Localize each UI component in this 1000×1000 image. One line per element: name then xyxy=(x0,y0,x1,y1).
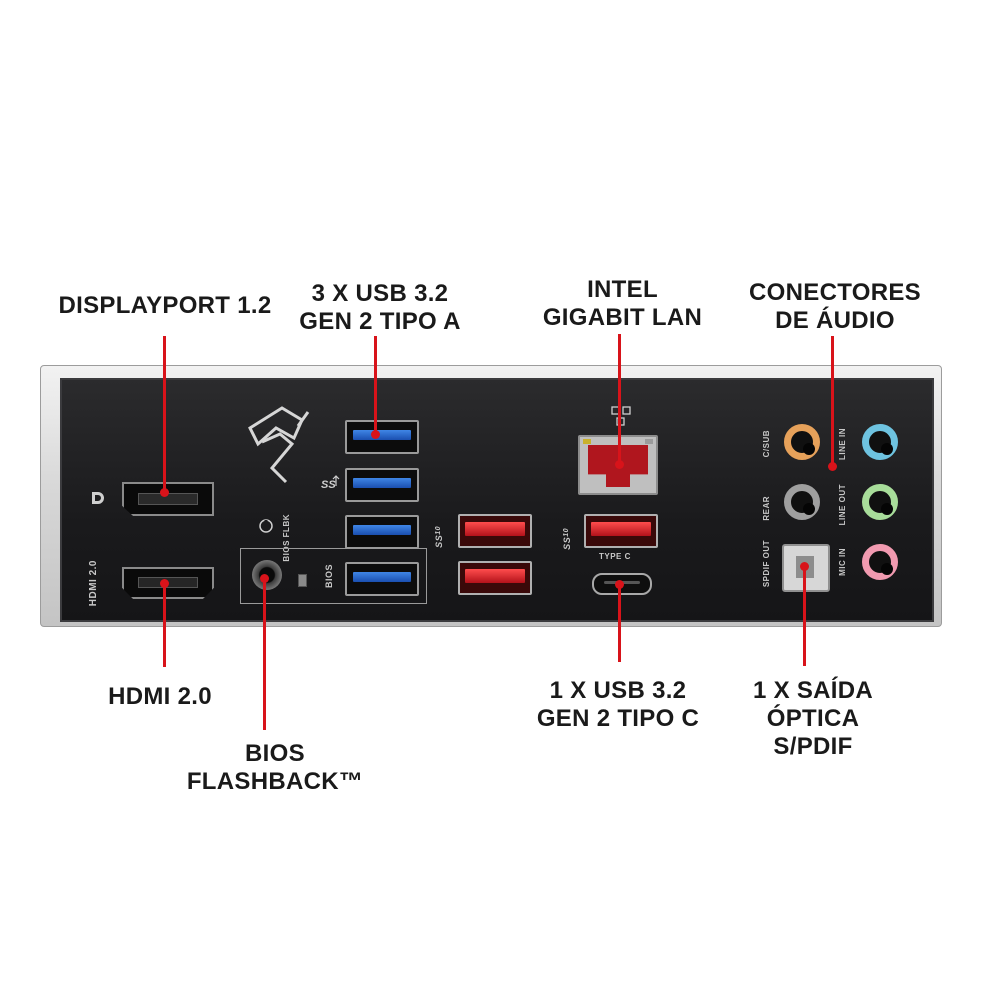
audio-jack-rear xyxy=(784,484,820,520)
spdif-out-label: SPDIF OUT xyxy=(762,540,771,588)
leader-dot-usb-a xyxy=(371,430,380,439)
leader-hdmi xyxy=(163,583,166,667)
leader-dot-audio xyxy=(828,462,837,471)
leader-dot-lan xyxy=(615,460,624,469)
mic-in-label: MIC IN xyxy=(838,548,847,576)
leader-displayport xyxy=(163,336,166,492)
callout-lan: INTEL GIGABIT LAN xyxy=(542,276,703,331)
bios-silkscreen-label: BIOS xyxy=(324,564,334,589)
leader-dot-displayport xyxy=(160,488,169,497)
leader-usb-a xyxy=(374,336,377,434)
audio-jack-mic-in xyxy=(862,544,898,580)
line-in-label: LINE IN xyxy=(838,428,847,460)
io-panel: HDMI 2.0 BIOS FLBK SS BIOS SS10 xyxy=(60,378,934,622)
usb-a-10g-port-3 xyxy=(584,514,658,548)
callout-usb-c: 1 X USB 3.2 GEN 2 TIPO C xyxy=(536,677,700,732)
callout-hdmi: HDMI 2.0 xyxy=(108,683,212,710)
usb-a-port-3 xyxy=(345,515,419,549)
c-sub-label: C/SUB xyxy=(762,430,771,458)
leader-dot-optical xyxy=(800,562,809,571)
lan-led-activity xyxy=(583,439,591,444)
leader-bios-flashback xyxy=(263,578,266,730)
hdmi-silkscreen-label: HDMI 2.0 xyxy=(88,560,99,607)
callout-displayport: DISPLAYPORT 1.2 xyxy=(58,292,272,319)
leader-audio xyxy=(831,336,834,466)
bios-flbk-icon xyxy=(258,518,274,539)
leader-dot-hdmi xyxy=(160,579,169,588)
displayport-logo-icon xyxy=(90,490,106,511)
superspeed-10-label: SS10 xyxy=(434,526,444,548)
svg-text:SS: SS xyxy=(321,479,336,491)
network-icon xyxy=(611,406,631,431)
leader-lan xyxy=(618,334,621,464)
superspeed-usb-icon: SS xyxy=(320,472,340,499)
line-out-label: LINE OUT xyxy=(838,484,847,526)
superspeed-10-label-2: SS10 xyxy=(562,528,572,550)
rear-label: REAR xyxy=(762,496,771,521)
audio-jack-line-out xyxy=(862,484,898,520)
audio-jack-c-sub xyxy=(784,424,820,460)
callout-usb-a: 3 X USB 3.2 GEN 2 TIPO A xyxy=(299,280,461,335)
optical-spdif-port xyxy=(782,544,830,592)
callout-optical: 1 X SAÍDA ÓPTICA S/PDIF xyxy=(752,677,874,760)
leader-optical xyxy=(803,566,806,666)
bios-flashback-led xyxy=(298,574,307,587)
usb-a-10g-port-2 xyxy=(458,561,532,595)
leader-dot-bios-flashback xyxy=(260,574,269,583)
usb-a-port-1 xyxy=(345,420,419,454)
usb-a-10g-port-1 xyxy=(458,514,532,548)
callout-audio: CONECTORES DE ÁUDIO xyxy=(749,279,921,334)
type-c-silkscreen-label: TYPE C xyxy=(599,552,631,561)
leader-usb-c xyxy=(618,584,621,662)
rog-eye-logo-icon xyxy=(242,398,314,493)
lan-led-link xyxy=(645,439,653,444)
callout-bios-flashback: BIOS FLASHBACK™ xyxy=(186,740,364,795)
leader-dot-usb-c xyxy=(615,580,624,589)
usb-a-port-bios xyxy=(345,562,419,596)
usb-a-port-2 xyxy=(345,468,419,502)
audio-jack-line-in xyxy=(862,424,898,460)
displayport-port xyxy=(122,482,214,516)
bios-flashback-frame xyxy=(240,548,427,604)
